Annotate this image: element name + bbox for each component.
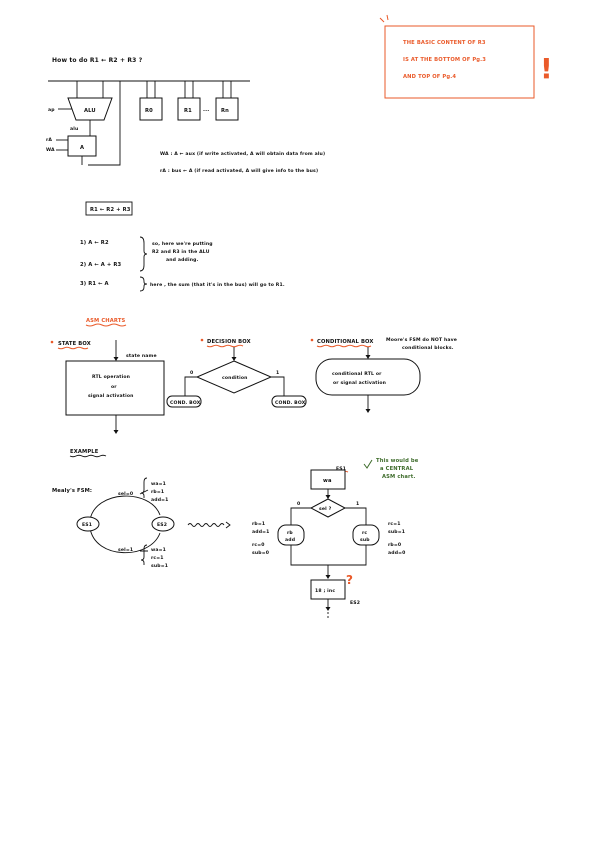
asm-wa-label: wa xyxy=(323,478,332,484)
asm-sel-label: sel ? xyxy=(319,506,332,512)
page-title: How to do R1 ← R2 + R3 ? xyxy=(52,57,143,64)
conditional-box-title: CONDITIONAL BOX xyxy=(317,339,374,345)
top-output-2: rb=1 xyxy=(151,489,164,495)
top-output-3: add=1 xyxy=(151,497,168,503)
transition-sel1: sel=1 xyxy=(118,547,133,553)
asm-cond-left-1: rb xyxy=(287,530,293,536)
alu-output-label: alu xyxy=(70,126,78,132)
left-val-1: rb=1 xyxy=(252,521,265,527)
asm-es1-label: ES1 xyxy=(336,466,346,472)
note-line-1: THE BASIC CONTENT OF R3 xyxy=(403,40,486,46)
boxed-operation: R1 ← R2 + R3 xyxy=(90,207,131,213)
left-val-4: sub=0 xyxy=(252,550,269,556)
conditional-inner-2: or signal activation xyxy=(333,380,386,386)
register-rn xyxy=(215,97,239,121)
asm-cond-right-2: sub xyxy=(360,537,370,543)
green-note-3: ASM chart. xyxy=(382,474,416,480)
register-r0-label: R0 xyxy=(145,108,153,114)
note-line-3: AND TOP OF Pg.4 xyxy=(403,74,456,80)
right-val-1: rc=1 xyxy=(388,521,401,527)
brace-note-1a: so, here we're putting xyxy=(152,241,213,247)
asm-sel-diamond xyxy=(309,498,347,518)
green-note-1: This would be xyxy=(376,458,419,464)
transition-sel0: sel=0 xyxy=(118,491,133,497)
right-val-4: add=0 xyxy=(388,550,405,556)
bottom-output-3: sub=1 xyxy=(151,563,168,569)
rtl-line-3: signal activation xyxy=(88,393,134,399)
decision-diamond xyxy=(195,360,273,394)
datapath-diagram: ALU ap alu A rA WA R0 R1 Rn ... xyxy=(46,80,250,166)
alu-label: ALU xyxy=(84,108,96,114)
state-box-title: STATE BOX xyxy=(58,341,91,347)
asm-one: 1 xyxy=(356,501,359,507)
bottom-output-1: wa=1 xyxy=(151,547,166,553)
cond-box-right-label: COND. BOX xyxy=(275,400,306,406)
cond-box-left-label: COND. BOX xyxy=(170,400,201,406)
asm-heading: ASM CHARTS xyxy=(86,318,126,324)
squiggle-arrow xyxy=(187,523,225,527)
wa-description: WA : A ← aux (if write activated, A will… xyxy=(160,151,325,157)
cond-box-right xyxy=(271,395,307,408)
register-r0 xyxy=(139,97,163,121)
register-r1-label: R1 xyxy=(184,108,192,114)
question-mark: ? xyxy=(346,573,353,587)
alu-block xyxy=(67,97,113,121)
green-note-2: a CENTRAL xyxy=(380,466,414,472)
state-box-shape xyxy=(65,360,165,416)
conditional-inner-1: conditional RTL or xyxy=(332,371,382,377)
moore-note-1: Moore's FSM do NOT have xyxy=(386,337,457,343)
top-output-1: wa=1 xyxy=(151,481,166,487)
ra-description: rA : bus ← A (if read activated, A will … xyxy=(160,168,318,174)
right-val-3: rb=0 xyxy=(388,542,401,548)
rtl-line-2: or xyxy=(111,384,117,390)
condition-label: condition xyxy=(222,375,248,381)
state-es2-label: ES2 xyxy=(157,522,167,528)
right-val-2: sub=1 xyxy=(388,529,405,535)
brace-note-1b: R2 and R3 in the ALU xyxy=(152,249,210,255)
step-2: 2) A ← A + R3 xyxy=(80,262,122,268)
acc-label: A xyxy=(80,145,84,151)
asm-cond-right-1: rc xyxy=(362,530,367,536)
bottom-output-2: rc=1 xyxy=(151,555,164,561)
wa-label: WA xyxy=(46,147,55,153)
cond-box-left xyxy=(166,395,202,408)
state-es2 xyxy=(151,516,175,532)
note-box: THE BASIC CONTENT OF R3 IS AT THE BOTTOM… xyxy=(379,14,535,99)
exclamation-mark: ! xyxy=(540,52,553,85)
register-rn-label: Rn xyxy=(221,108,229,114)
asm-zero: 0 xyxy=(297,501,300,507)
asm-es2-label: ES2 xyxy=(350,600,360,606)
rtl-line-1: RTL operation xyxy=(92,374,130,380)
register-r1 xyxy=(177,97,201,121)
left-val-2: add=1 xyxy=(252,529,269,535)
asm-es2-box-label: 18 ; inc xyxy=(315,588,335,594)
ra-label: rA xyxy=(46,137,52,143)
moore-note-2: conditional blocks. xyxy=(402,345,454,351)
note-line-2: IS AT THE BOTTOM OF Pg.3 xyxy=(403,57,486,63)
left-val-3: rc=0 xyxy=(252,542,265,548)
state-name-label: state name xyxy=(126,353,157,359)
asm-cond-left-2: add xyxy=(285,537,295,543)
decision-box-title: DECISION BOX xyxy=(207,339,251,345)
brace-note-1c: and adding. xyxy=(166,257,199,263)
step-1: 1) A ← R2 xyxy=(80,240,109,246)
decision-one: 1 xyxy=(276,370,279,376)
brace-note-2: here , the sum (that it's in the bus) wi… xyxy=(150,282,285,288)
step-3: 3) R1 ← A xyxy=(80,281,109,287)
register-dots: ... xyxy=(203,107,209,113)
example-heading: EXAMPLE xyxy=(70,449,99,455)
decision-zero: 0 xyxy=(190,370,193,376)
ap-label: ap xyxy=(48,108,55,113)
state-es1-label: ES1 xyxy=(82,522,92,528)
mealy-label: Mealy's FSM: xyxy=(52,488,92,494)
state-es1 xyxy=(76,516,100,532)
conditional-box-shape xyxy=(315,358,421,396)
